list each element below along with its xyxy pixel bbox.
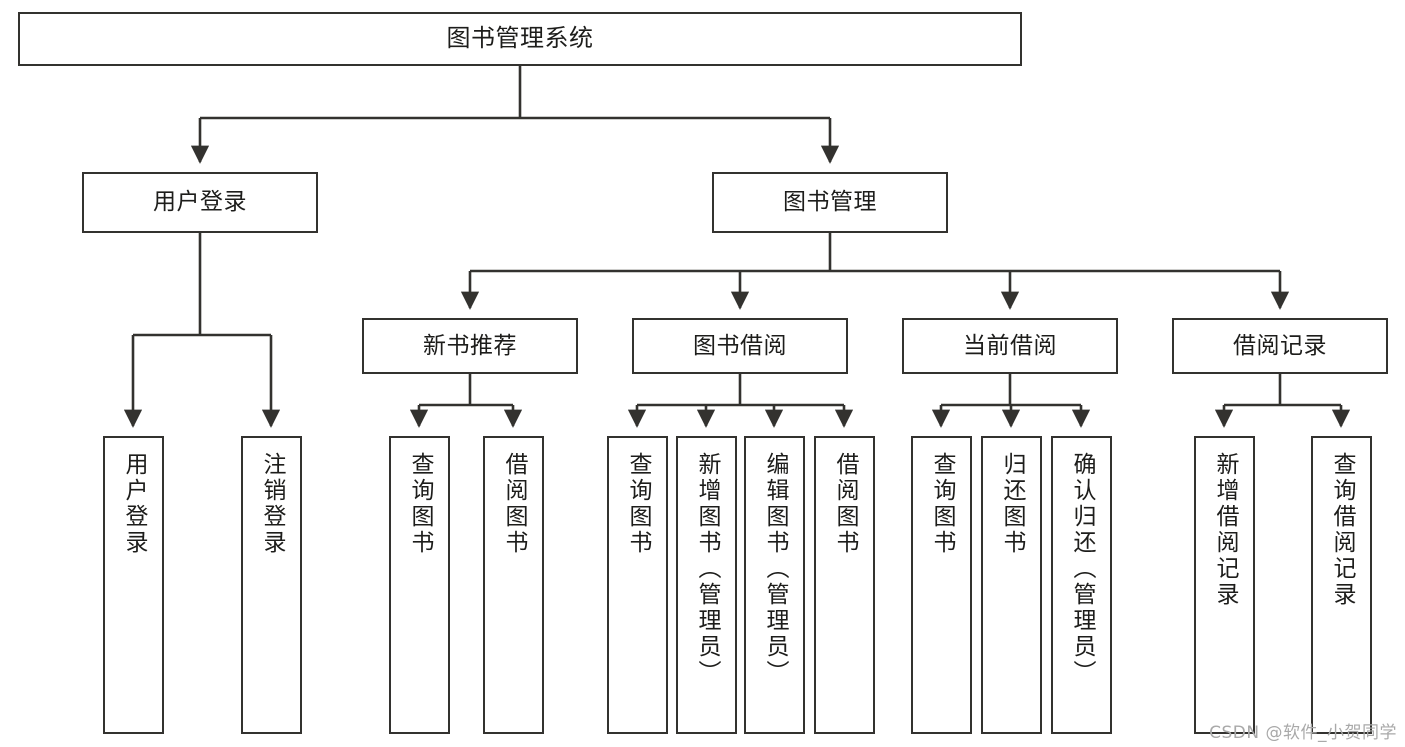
leaf-user-login-label: 用户登录 xyxy=(121,452,147,556)
leaf-user-login[interactable]: 用户登录 xyxy=(103,436,164,734)
node-current-borrow-label: 当前借阅 xyxy=(963,332,1057,359)
node-book-borrow[interactable]: 图书借阅 xyxy=(632,318,848,374)
node-root[interactable]: 图书管理系统 xyxy=(18,12,1022,66)
leaf-logout-login-label: 注销登录 xyxy=(259,452,285,556)
leaf-query-record-label: 查询借阅记录 xyxy=(1329,452,1355,608)
node-borrow-record[interactable]: 借阅记录 xyxy=(1172,318,1388,374)
node-book-management-label: 图书管理 xyxy=(783,189,877,216)
leaf-borrow-book-1-label: 借阅图书 xyxy=(501,452,527,556)
leaf-add-book-label: 新增图书（管理员） xyxy=(694,452,720,686)
node-new-book-recommend[interactable]: 新书推荐 xyxy=(362,318,578,374)
leaf-add-record[interactable]: 新增借阅记录 xyxy=(1194,436,1255,734)
leaf-borrow-book-2-label: 借阅图书 xyxy=(832,452,858,556)
node-current-borrow[interactable]: 当前借阅 xyxy=(902,318,1118,374)
node-root-label: 图书管理系统 xyxy=(446,24,594,53)
leaf-confirm-return-label: 确认归还（管理员） xyxy=(1069,452,1095,686)
leaf-add-book[interactable]: 新增图书（管理员） xyxy=(676,436,737,734)
node-borrow-record-label: 借阅记录 xyxy=(1233,332,1327,359)
leaf-query-book-2-label: 查询图书 xyxy=(625,452,651,556)
leaf-edit-book-label: 编辑图书（管理员） xyxy=(762,452,788,686)
leaf-query-book-1-label: 查询图书 xyxy=(407,452,433,556)
leaf-query-record[interactable]: 查询借阅记录 xyxy=(1311,436,1372,734)
leaf-logout-login[interactable]: 注销登录 xyxy=(241,436,302,734)
node-book-borrow-label: 图书借阅 xyxy=(693,332,787,359)
leaf-return-book-label: 归还图书 xyxy=(999,452,1025,556)
leaf-return-book[interactable]: 归还图书 xyxy=(981,436,1042,734)
node-new-book-recommend-label: 新书推荐 xyxy=(423,332,517,359)
node-book-management[interactable]: 图书管理 xyxy=(712,172,948,233)
leaf-borrow-book-1[interactable]: 借阅图书 xyxy=(483,436,544,734)
leaf-query-book-1[interactable]: 查询图书 xyxy=(389,436,450,734)
leaf-confirm-return[interactable]: 确认归还（管理员） xyxy=(1051,436,1112,734)
leaf-query-book-2[interactable]: 查询图书 xyxy=(607,436,668,734)
leaf-add-record-label: 新增借阅记录 xyxy=(1212,452,1238,608)
node-user-login[interactable]: 用户登录 xyxy=(82,172,318,233)
leaf-query-book-3[interactable]: 查询图书 xyxy=(911,436,972,734)
leaf-edit-book[interactable]: 编辑图书（管理员） xyxy=(744,436,805,734)
node-user-login-label: 用户登录 xyxy=(153,189,247,216)
leaf-query-book-3-label: 查询图书 xyxy=(929,452,955,556)
leaf-borrow-book-2[interactable]: 借阅图书 xyxy=(814,436,875,734)
